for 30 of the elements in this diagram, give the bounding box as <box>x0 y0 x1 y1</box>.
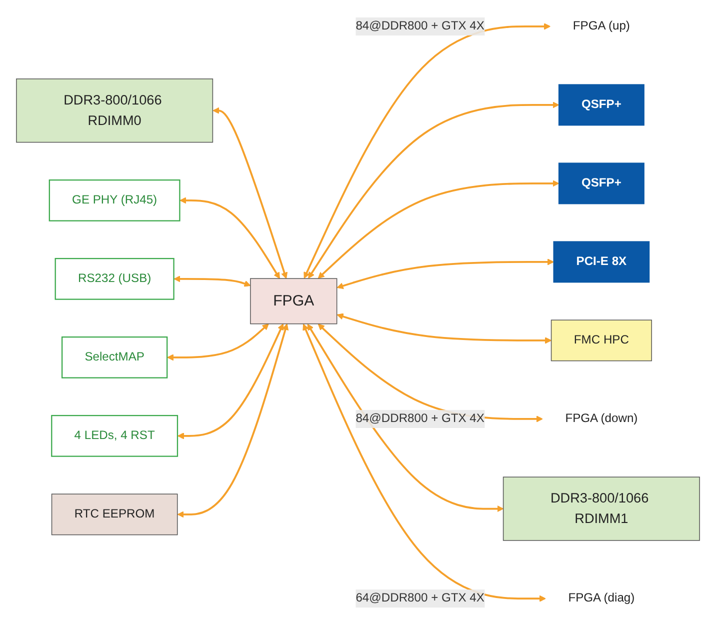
arrow <box>336 313 552 344</box>
node-box: QSFP+ <box>558 84 644 126</box>
node-box: PCI-E 8X <box>553 241 650 283</box>
arrow <box>177 324 289 518</box>
arrow <box>180 197 280 279</box>
arrow <box>304 23 551 279</box>
arrow <box>177 324 284 440</box>
node-text: FPGA (diag) <box>568 592 635 605</box>
edge-label: 84@DDR800 + GTX 4X <box>356 412 484 425</box>
arrow <box>307 324 504 512</box>
node-box: RTC EEPROM <box>51 494 178 536</box>
node-box: FPGA <box>250 278 338 324</box>
node-box: DDR3-800/1066 RDIMM1 <box>502 476 700 541</box>
node-box: 4 LEDs, 4 RST <box>51 414 178 457</box>
node-text: FPGA (down) <box>565 412 638 425</box>
arrow <box>308 102 560 279</box>
arrow <box>318 180 560 279</box>
edge-label: 84@DDR800 + GTX 4X <box>356 20 484 32</box>
node-box: DDR3-800/1066 RDIMM0 <box>16 78 214 143</box>
edge-label: 64@DDR800 + GTX 4X <box>356 592 484 605</box>
arrow <box>336 258 554 290</box>
node-box: FMC HPC <box>550 320 652 362</box>
node-text: FPGA (up) <box>572 20 630 32</box>
arrow <box>167 324 269 361</box>
node-box: QSFP+ <box>558 162 644 204</box>
arrow <box>212 107 288 279</box>
arrow <box>174 276 251 287</box>
node-box: RS232 (USB) <box>54 258 174 300</box>
node-box: GE PHY (RJ45) <box>48 179 180 222</box>
node-box: SelectMAP <box>62 336 168 378</box>
